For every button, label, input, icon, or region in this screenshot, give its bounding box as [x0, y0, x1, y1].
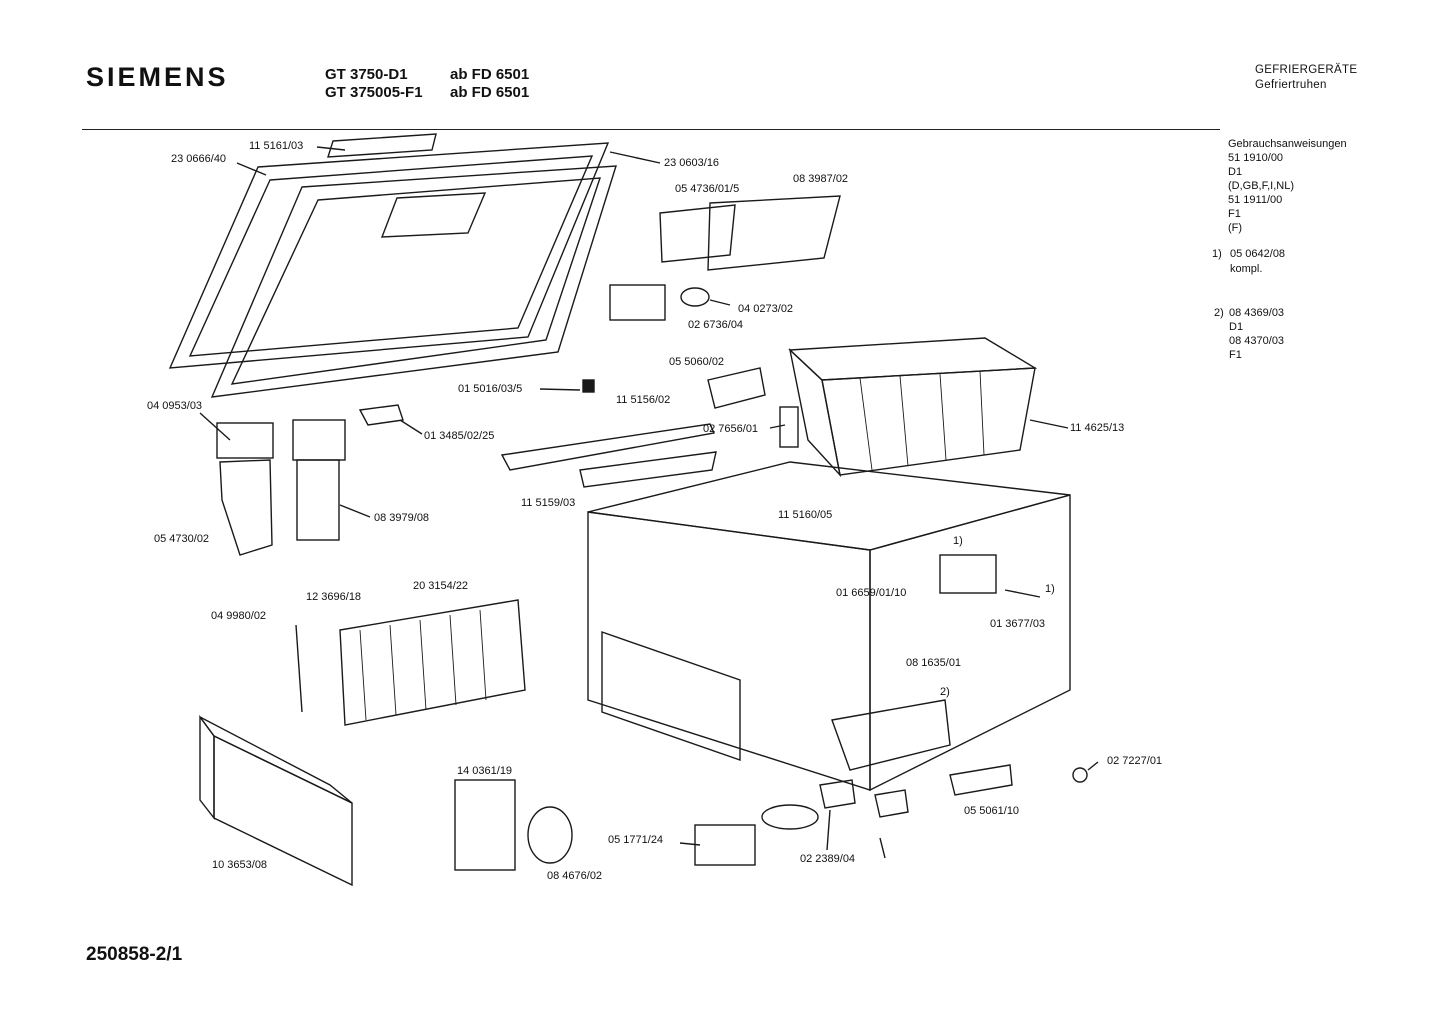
small-parts: [819, 589, 1041, 859]
part-label: 23 0603/16: [664, 157, 720, 169]
ventilation-grille: [199, 714, 353, 887]
part-label: 04 0273/02: [738, 303, 794, 315]
part-label: 02 6736/04: [688, 319, 744, 331]
temperature-sensor: [295, 624, 303, 713]
category-title: GEFRIERGERÄTE: [1255, 64, 1358, 76]
note-2-line: F1: [1229, 349, 1242, 361]
note-2-block: 08 4369/03 D1 08 4370/03 F1: [1229, 306, 1284, 362]
part-label: 2): [940, 686, 950, 698]
part-label: 02 7656/01: [703, 423, 759, 435]
part-label: 01 6659/01/10: [836, 587, 907, 599]
part-label: 20 3154/22: [413, 580, 469, 592]
brand-logo: SIEMENS: [86, 62, 229, 92]
part-label: 08 1635/01: [906, 657, 962, 669]
manual-line: D1: [1228, 166, 1243, 178]
lid-plate: [327, 133, 437, 158]
handle-rails: [500, 423, 717, 488]
manual-line: 51 1911/00: [1228, 194, 1283, 206]
note-2-line: 08 4370/03: [1229, 335, 1285, 347]
note-2-line: D1: [1229, 321, 1244, 333]
part-label: 05 4730/02: [154, 533, 210, 545]
wire-basket: [788, 337, 1038, 478]
model-1-from-serial: ab FD 6501: [450, 66, 530, 83]
condenser-coil: [339, 599, 526, 726]
part-label: 10 3653/08: [212, 859, 268, 871]
thermostat-unit: [609, 284, 710, 321]
part-label: 11 5160/05: [778, 509, 833, 521]
part-label: 1): [953, 535, 963, 547]
part-label: 11 5161/03: [249, 140, 304, 152]
part-label: 1): [1045, 583, 1055, 595]
part-label: 11 4625/13: [1070, 422, 1125, 434]
note-1-marker: 1): [1212, 248, 1222, 260]
part-label: 05 5061/10: [964, 805, 1020, 817]
part-label: 14 0361/19: [457, 765, 513, 777]
part-label: 02 2389/04: [800, 853, 856, 865]
part-label: 11 5156/02: [616, 394, 671, 406]
lid-gasket-frame: [168, 142, 610, 369]
part-label: 05 1771/24: [608, 834, 664, 846]
part-label: 01 5016/03/5: [458, 383, 523, 395]
hinge-parts: [216, 367, 799, 556]
control-pcb: [659, 195, 841, 271]
part-label: 01 3485/02/25: [424, 430, 495, 442]
note-2-marker: 2): [1214, 307, 1224, 319]
note-1-part: 05 0642/08: [1230, 248, 1286, 260]
part-label: 08 3979/08: [374, 512, 430, 524]
header-divider: [82, 129, 1220, 130]
document-number: 250858-2/1: [86, 944, 183, 965]
model-number-2: GT 375005-F1: [325, 84, 423, 101]
part-label: 12 3696/18: [306, 591, 362, 603]
part-label: 05 5060/02: [669, 356, 725, 368]
manual-line: F1: [1228, 208, 1241, 220]
note-1-text: kompl.: [1230, 263, 1263, 275]
manuals-title: Gebrauchsanweisungen: [1228, 138, 1347, 150]
fan-motor: [454, 779, 573, 871]
control-panel: [831, 699, 1088, 796]
model-2-from-serial: ab FD 6501: [450, 84, 530, 101]
part-label: 02 7227/01: [1107, 755, 1163, 767]
leader-lines: [199, 146, 1099, 851]
manuals-block: Gebrauchsanweisungen 51 1910/00 D1 (D,GB…: [1228, 137, 1347, 235]
part-label: 08 4676/02: [547, 870, 603, 882]
subcategory-title: Gefriertruhen: [1255, 79, 1327, 91]
part-label: 04 9980/02: [211, 610, 267, 622]
note-2-line: 08 4369/03: [1229, 307, 1285, 319]
part-label: 04 0953/03: [147, 400, 203, 412]
freezer-cabinet: [587, 461, 1071, 792]
manual-line: (D,GB,F,I,NL): [1228, 180, 1295, 192]
part-label: 23 0666/40: [171, 153, 227, 165]
manual-line: 51 1910/00: [1228, 152, 1284, 164]
part-label: 11 5159/03: [521, 497, 576, 509]
lid-inner-frame: [210, 165, 617, 398]
manual-line: (F): [1228, 222, 1243, 234]
part-label: 01 3677/03: [990, 618, 1046, 630]
part-label: 08 3987/02: [793, 173, 849, 185]
part-label: 05 4736/01/5: [675, 183, 740, 195]
model-number-1: GT 3750-D1: [325, 66, 408, 83]
